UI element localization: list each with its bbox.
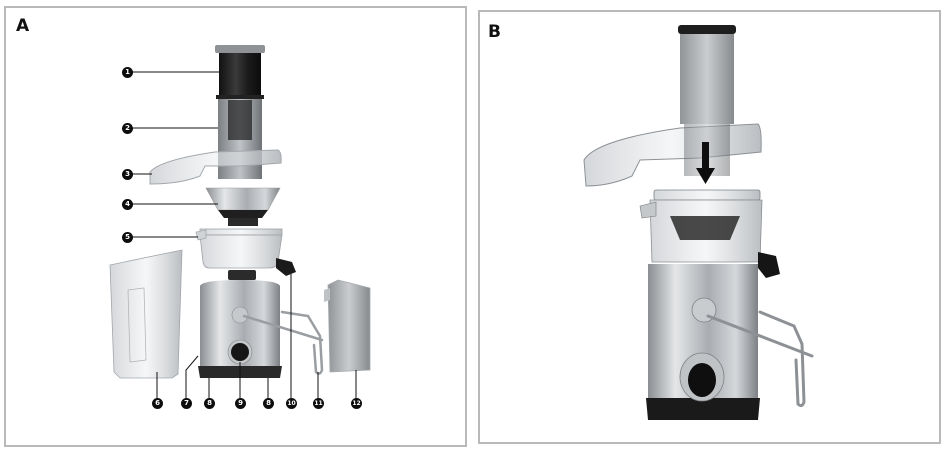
callout-1: 1 [122,67,133,78]
b-feed-tube [678,25,736,124]
b-juice-spout [758,252,780,278]
callout-2: 2 [122,123,133,134]
part-5-juice-collector [195,228,283,269]
part-3-lid [149,149,282,185]
panel-a-label: A [16,16,30,36]
callout-7: 7 [181,398,192,409]
panel-b-label: B [488,22,501,42]
callout-6: 6 [152,398,163,409]
b-juice-collector [639,189,763,263]
down-arrow-icon [696,142,715,184]
part-6-pulp-container [109,249,183,379]
part-10-juice-spout [276,258,296,276]
b-motor-base [646,264,760,420]
callout-10: 10 [286,398,297,409]
part-4-filter-basket [205,187,281,226]
part-9-speed-dial [227,339,253,365]
callout-leader-lines [132,71,357,398]
panel-b-assembly-step: B [478,10,941,444]
part-1-food-pusher [215,45,265,95]
callout-3: 3 [122,169,133,180]
b-safety-arm [706,310,814,408]
callout-9: 9 [235,398,246,409]
callout-8-right: 8 [263,398,274,409]
part-7-motor-base [200,270,280,374]
callout-12: 12 [351,398,362,409]
callout-8-left: 8 [204,398,215,409]
callout-11: 11 [313,398,324,409]
callout-5: 5 [122,232,133,243]
callout-4: 4 [122,199,133,210]
part-11-safety-arm [242,310,324,375]
part-12-juice-jug [324,279,371,373]
